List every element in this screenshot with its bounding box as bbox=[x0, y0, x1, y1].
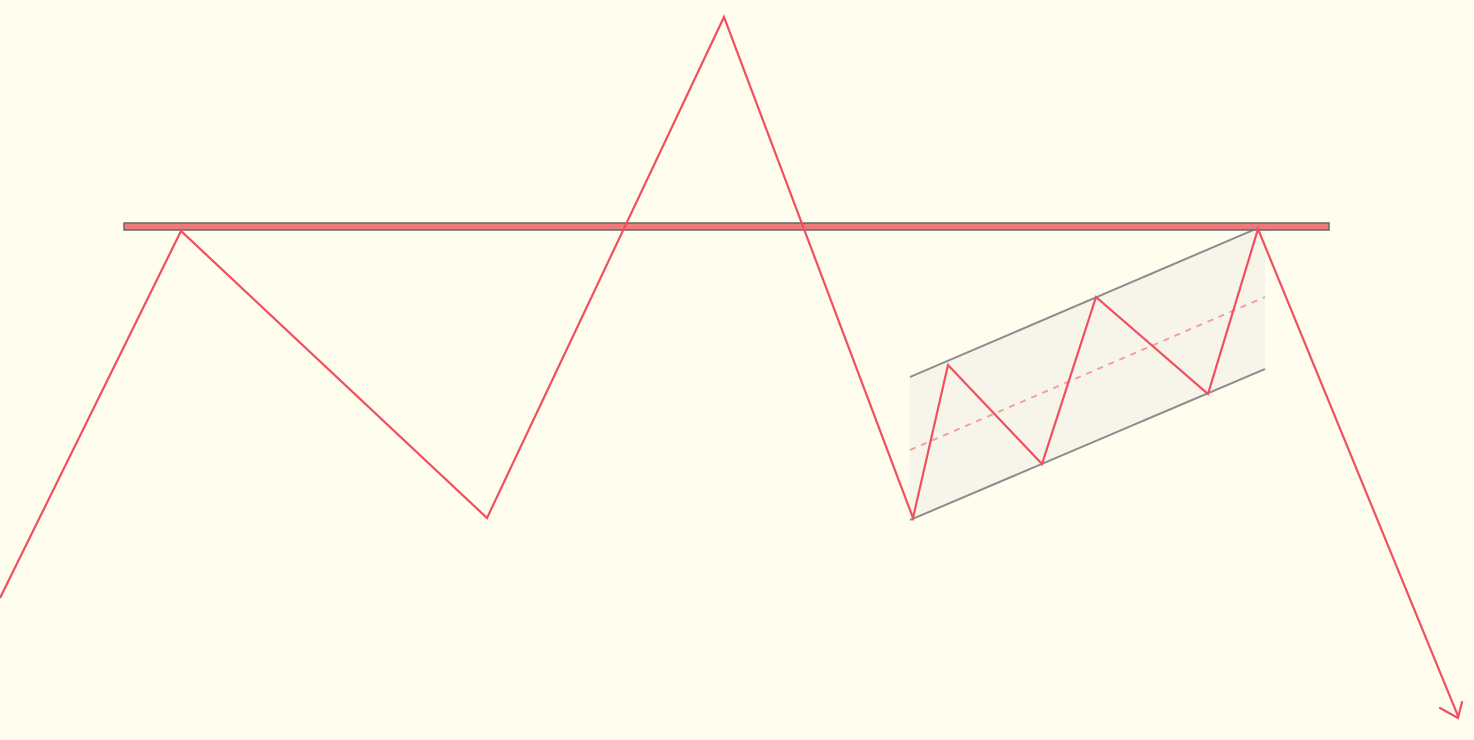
channel-midline bbox=[909, 296, 1266, 451]
channel-lower-line bbox=[909, 368, 1266, 521]
resistance-level bbox=[123, 222, 1330, 231]
breakdown-arrow bbox=[1438, 700, 1464, 720]
channel-upper-line bbox=[909, 224, 1266, 378]
price-path bbox=[0, 14, 1460, 717]
